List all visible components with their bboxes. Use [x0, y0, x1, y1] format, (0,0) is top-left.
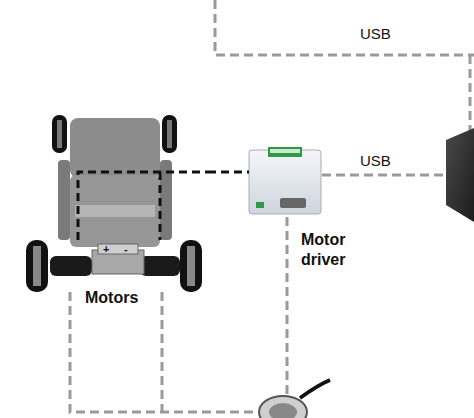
terminal-sign: - — [124, 243, 128, 255]
motor-wire-left — [70, 292, 255, 412]
usb-wire-driver — [322, 174, 448, 177]
wires — [70, 0, 474, 412]
motor-wire-right — [161, 292, 164, 412]
motor-driver-box — [249, 147, 321, 214]
terminal-sign: + — [103, 243, 109, 255]
encoder — [259, 380, 330, 418]
driver-node: Motor driver — [249, 150, 321, 214]
usb-wire-top-drop — [469, 55, 472, 140]
cable-connector — [208, 172, 249, 173]
usb-wire-top — [215, 0, 474, 55]
computer — [446, 128, 474, 222]
wheelchair-node: Motors — [28, 112, 208, 308]
usb-label: USB — [360, 152, 391, 169]
usb-label: USB — [360, 25, 391, 42]
wheelchair — [26, 115, 208, 292]
encoder-wire — [286, 217, 289, 395]
node-label: Motor driver — [301, 230, 371, 270]
node-label: Motors — [85, 288, 138, 308]
